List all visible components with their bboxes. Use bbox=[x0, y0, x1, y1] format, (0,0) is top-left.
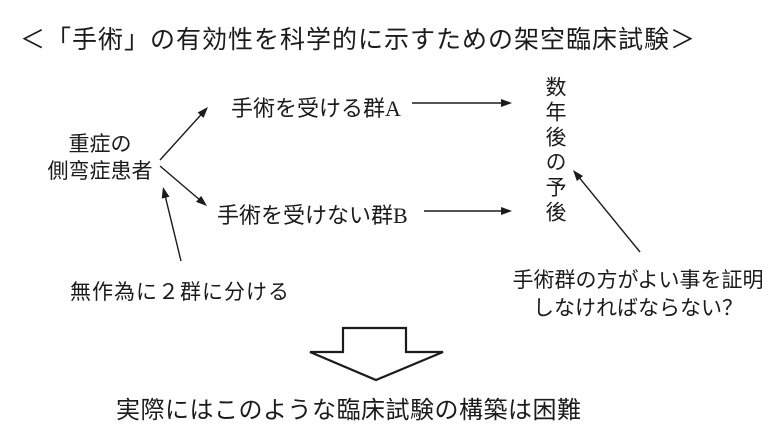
fork-to-group-a-arrow-head bbox=[197, 107, 208, 118]
group-a-label: 手術を受ける群A bbox=[231, 96, 401, 121]
proof-to-outcome-arrow-line bbox=[576, 174, 641, 253]
fork-to-group-b-arrow-head bbox=[196, 195, 207, 206]
slide-title: ＜「手術」の有効性を科学的に示すための架空臨床試験＞ bbox=[20, 27, 697, 54]
randomize-to-patient-arrow-line bbox=[163, 193, 182, 262]
patient-node-line1: 重症の bbox=[68, 132, 132, 156]
group-a-to-outcome-arrow-head bbox=[501, 99, 512, 107]
proof-to-outcome-arrow-head bbox=[573, 170, 584, 182]
down-block-arrow bbox=[309, 326, 444, 382]
randomize-note: 無作為に２群に分ける bbox=[70, 280, 290, 304]
outcome-vertical-label: 数年後の予後 bbox=[543, 76, 567, 226]
conclusion-text: 実際にはこのような臨床試験の構築は困難 bbox=[116, 397, 582, 424]
patient-node: 重症の 側弯症患者 bbox=[30, 131, 170, 185]
group-b-to-outcome-arrow-head bbox=[501, 207, 512, 215]
proof-note-line2: しなければならない？ bbox=[533, 296, 743, 320]
patient-node-line2: 側弯症患者 bbox=[47, 159, 153, 183]
randomize-to-patient-arrow-head bbox=[161, 187, 170, 199]
proof-note: 手術群の方がよい事を証明 しなければならない？ bbox=[500, 266, 776, 322]
proof-note-line1: 手術群の方がよい事を証明 bbox=[512, 268, 764, 292]
group-b-label: 手術を受けない群B bbox=[217, 203, 408, 228]
